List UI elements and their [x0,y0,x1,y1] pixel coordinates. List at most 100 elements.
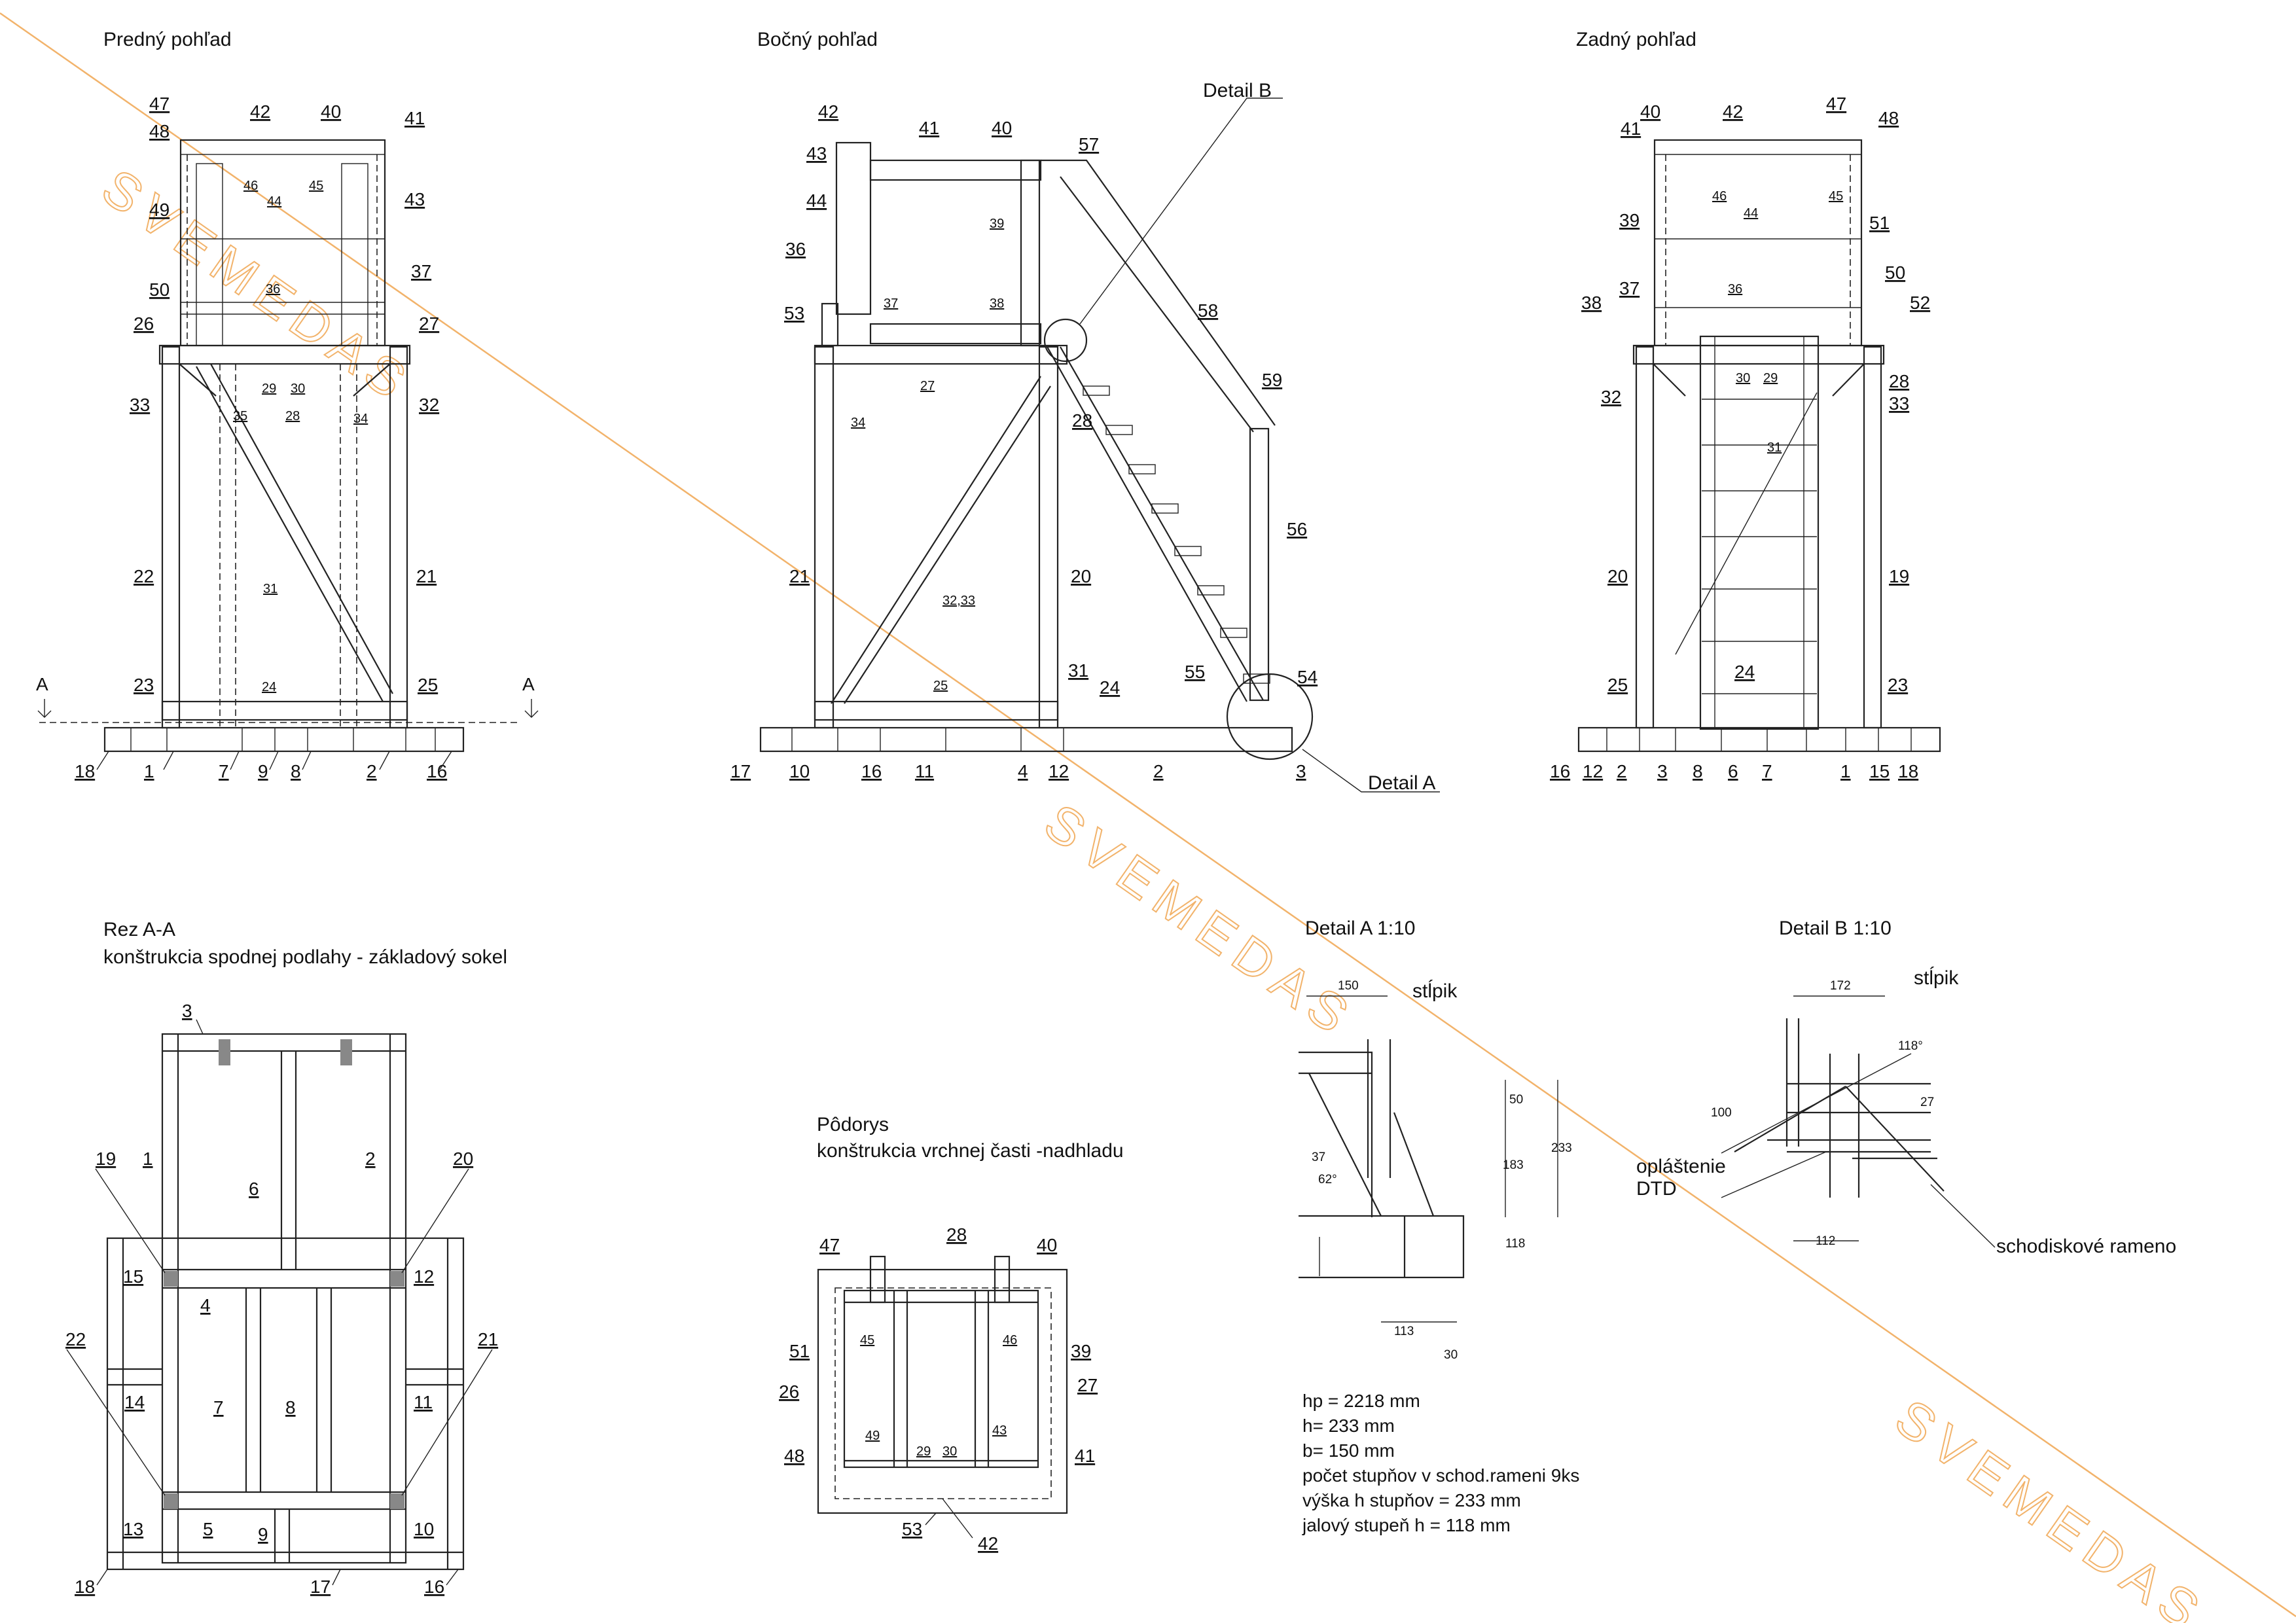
section-leaders [66,1019,493,1586]
back-corner-braces [1653,363,1865,397]
side-label: 56 [1287,519,1307,539]
dim-text: 50 [1509,1093,1523,1107]
plan-post-left [869,1255,886,1304]
stair-stringers [1041,159,1276,702]
dim-text: 113 [1394,1325,1414,1338]
dim-text: 172 [1830,979,1851,993]
detail-a-title: Detail A 1:10 [1305,918,1415,939]
plan-inner [843,1289,1039,1469]
back-right-post [1863,346,1882,729]
plan-part-labels: 28 47 40 45 46 51 39 26 27 48 49 29 30 4… [779,1224,1098,1554]
side-mid-rail [869,323,1042,345]
side-label: 32,33 [942,594,975,608]
front-part-labels: 47 48 42 40 41 49 43 46 45 44 50 36 37 2… [75,94,447,781]
front-label: 26 [134,313,154,334]
back-label: 41 [1621,118,1641,139]
front-diagonal-brace [196,363,393,702]
section-label: 19 [96,1149,116,1169]
dim-text: 118 [1505,1237,1525,1251]
side-upper-post [835,141,872,315]
side-label: 3 [1296,761,1306,781]
dim-text: 100 [1711,1106,1732,1120]
side-top-rail [869,159,1042,181]
dim-text: 112 [1816,1234,1835,1248]
front-top-rail [180,139,386,155]
back-stair-frame [1699,335,1820,730]
dim-text: 27 [1920,1096,1934,1109]
detail-b-cladding-label-2: DTD [1636,1178,1677,1200]
side-label: 42 [818,101,838,122]
front-label: 35 [233,409,247,423]
side-label: 27 [920,379,935,393]
front-label: 25 [418,675,438,695]
back-label: 46 [1712,189,1727,204]
plan-label: 26 [779,1382,799,1402]
parameter-line: výška h stupňov = 233 mm [1302,1490,1521,1510]
watermark-text-3: SVEMEDAS [1885,1388,2217,1623]
front-upper-post-left [196,163,223,346]
front-label: 48 [149,121,170,141]
detail-b-cladding-label: opláštenie [1636,1156,1726,1177]
back-label: 31 [1767,440,1782,455]
front-right-post [389,346,408,729]
detail-b-stringer [1734,1086,1945,1192]
parameter-line: h= 233 mm [1302,1416,1395,1436]
watermark: SVEMEDAS SVEMEDAS SVEMEDAS [0,12,2296,1623]
front-label: 2 [367,761,377,781]
detail-b-post-label: stĺpik [1914,967,1959,989]
detail-b-dim-lines [1721,995,1912,1241]
dim-text: 37 [1312,1150,1325,1164]
back-label: 40 [1640,101,1660,122]
detail-a-dim-lines [1306,995,1558,1323]
back-upper-rails [1655,154,1861,308]
front-label: 37 [411,261,431,281]
back-label: 7 [1762,761,1772,781]
front-label: 16 [427,761,447,781]
front-base-joists [130,728,436,751]
stair-treads [1083,385,1270,684]
section-marker-right: A [522,674,535,694]
plan-members [844,1291,1038,1467]
back-part-labels: 40 42 47 48 41 46 45 39 44 51 37 36 50 3… [1550,94,1930,781]
plan-post-right [994,1255,1011,1304]
detail-a: Detail A 1:10 stĺpik 150 50 233 183 37 6… [1299,918,1572,1362]
front-label: 46 [243,179,258,193]
front-label: 33 [130,395,150,415]
plan-label: 47 [819,1235,840,1255]
side-label: 10 [789,761,810,781]
section-label: 12 [414,1266,434,1287]
back-label: 19 [1889,566,1909,586]
front-label: 31 [263,582,278,596]
side-right-post [1038,346,1059,729]
detail-b-title: Detail B 1:10 [1779,918,1892,939]
side-label: 34 [851,416,865,430]
back-base-joists [1606,728,1912,751]
side-label: 37 [884,296,898,311]
section-label: 2 [365,1149,376,1169]
side-upper-deck [814,344,1068,365]
side-label: 31 [1068,660,1088,681]
back-label: 47 [1826,94,1846,114]
plan-label: 41 [1075,1446,1095,1466]
front-label: 41 [404,108,425,128]
back-label: 32 [1601,387,1621,407]
section-marker-left: A [36,674,48,694]
front-label: 21 [416,566,437,586]
front-upper-hidden [187,154,378,346]
front-label: 1 [144,761,154,781]
side-label: 58 [1198,300,1218,321]
side-label: 57 [1079,134,1099,154]
section-inner-frame [161,1033,407,1564]
section-label: 7 [213,1397,224,1418]
back-label: 28 [1889,371,1909,391]
back-view-title: Zadný pohľad [1576,29,1696,50]
back-upper-frame [1653,139,1863,347]
side-base-sokel [759,726,1293,753]
section-hatched-posts [164,1039,404,1509]
front-leader-lines [96,751,452,770]
front-label: 18 [75,761,95,781]
detail-b-geometry [1767,1018,1937,1198]
front-label: 23 [134,675,154,695]
back-label: 24 [1734,662,1755,682]
front-label: 36 [266,282,280,296]
